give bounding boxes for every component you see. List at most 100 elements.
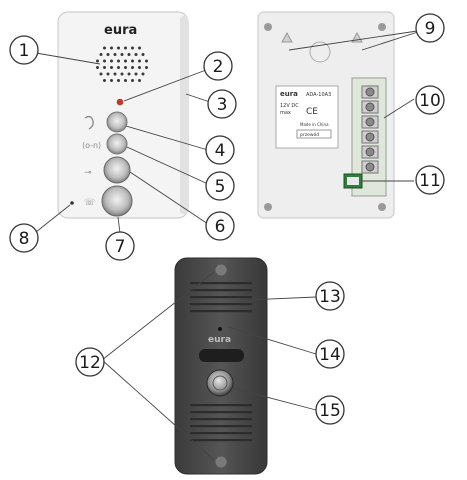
- grille-dot: [131, 66, 134, 69]
- indoor-unit-back: eura ADA-10A3 12V DC max CE Made in Chin…: [257, 11, 395, 219]
- grille-slot: [190, 418, 252, 421]
- callout-11: 11: [415, 165, 445, 195]
- door-station: eura: [174, 257, 268, 475]
- grille-slot: [190, 425, 252, 428]
- callout-4: 4: [205, 135, 235, 165]
- callout-label: 6: [215, 217, 226, 237]
- svg-text:eura: eura: [280, 90, 298, 98]
- grille-dot: [138, 59, 141, 63]
- callout-label: 1: [19, 41, 30, 61]
- grille-dot: [117, 66, 120, 69]
- callout-label: 9: [425, 19, 436, 39]
- callout-9: 9: [415, 13, 445, 43]
- speaker-grille-icon: [96, 46, 148, 82]
- callout-8: 8: [9, 223, 39, 253]
- svg-text:max: max: [280, 110, 291, 116]
- call-button[interactable]: [101, 185, 133, 217]
- bell-icon: ☏: [84, 198, 95, 208]
- grille-slot: [190, 289, 252, 292]
- grille-dot: [96, 59, 99, 63]
- door-speaker-grille-icon: [190, 282, 252, 313]
- grille-dot: [103, 46, 106, 50]
- mounting-screw-bottom: [214, 455, 228, 469]
- terminal-screw-head: [365, 132, 375, 142]
- svg-text:Made in China: Made in China: [300, 122, 329, 127]
- microphone-hole: [70, 201, 74, 205]
- front-brand-logo: eura: [104, 23, 137, 38]
- callout-14: 14: [315, 339, 345, 369]
- callout-label: 7: [115, 237, 126, 257]
- grille-dot: [131, 46, 134, 50]
- grille-slot: [190, 303, 252, 306]
- grille-dot: [141, 53, 145, 56]
- callout-label: 14: [319, 345, 341, 365]
- grille-dot: [117, 46, 120, 50]
- callout-13: 13: [315, 281, 345, 311]
- grille-dot: [145, 66, 148, 69]
- callout-label: 13: [319, 287, 341, 307]
- callout-1: 1: [9, 35, 39, 65]
- door-call-button[interactable]: [206, 369, 234, 397]
- key-icon: ⟨o-n⟩: [82, 141, 101, 150]
- grille-dot: [103, 66, 106, 69]
- grille-dot: [124, 66, 127, 69]
- grille-dot: [141, 72, 145, 76]
- grille-dot: [99, 72, 103, 76]
- callout-15: 15: [315, 395, 345, 425]
- door-brand-logo: eura: [208, 335, 231, 345]
- callout-label: 5: [215, 177, 226, 197]
- grille-dot: [131, 79, 134, 82]
- door-lower-grille-icon: [190, 404, 252, 442]
- grille-dot: [120, 72, 124, 76]
- grille-dot: [124, 59, 127, 63]
- door-icon: ⊸: [84, 168, 92, 178]
- name-plate-window: [199, 349, 244, 362]
- status-led: [116, 98, 124, 106]
- grille-dot: [117, 59, 120, 63]
- grille-dot: [99, 53, 103, 56]
- terminal-screw-head: [365, 162, 375, 172]
- grille-dot: [138, 66, 141, 69]
- unlock-button[interactable]: [106, 133, 128, 155]
- grille-dot: [127, 72, 131, 76]
- grille-slot: [190, 404, 252, 407]
- grille-dot: [120, 53, 124, 56]
- callout-12: 12: [75, 347, 105, 377]
- svg-text:przewód: przewód: [300, 131, 319, 138]
- callout-label: 10: [419, 91, 441, 111]
- indoor-unit-front: eura ⟨o-n⟩ ⊸ ☏: [57, 11, 189, 219]
- grille-dot: [134, 53, 138, 56]
- handset-button[interactable]: [106, 111, 128, 133]
- terminal-screw-head: [365, 87, 375, 97]
- callout-5: 5: [205, 171, 235, 201]
- door-button[interactable]: [103, 156, 131, 184]
- grille-slot: [190, 282, 252, 285]
- terminal-screw-head: [365, 147, 375, 157]
- callout-label: 12: [79, 353, 101, 373]
- grille-dot: [138, 79, 141, 82]
- callout-label: 2: [213, 57, 224, 77]
- grille-dot: [127, 53, 131, 56]
- terminal-screw-head: [365, 102, 375, 112]
- grille-dot: [145, 59, 148, 63]
- grille-dot: [110, 66, 113, 69]
- grille-slot: [190, 432, 252, 435]
- grille-dot: [103, 59, 106, 63]
- grille-dot: [110, 59, 113, 63]
- callout-label: 4: [215, 141, 226, 161]
- callout-7: 7: [105, 231, 135, 261]
- mounting-screw-top: [214, 263, 228, 277]
- grille-dot: [106, 72, 110, 76]
- callout-label: 3: [217, 95, 228, 115]
- grille-dot: [134, 72, 138, 76]
- grille-dot: [106, 53, 110, 56]
- callout-label: 8: [19, 229, 30, 249]
- svg-text:CE: CE: [306, 107, 318, 117]
- grille-dot: [138, 46, 141, 50]
- svg-text:12V DC: 12V DC: [280, 103, 299, 109]
- grille-dot: [124, 46, 127, 50]
- callout-10: 10: [415, 85, 445, 115]
- grille-slot: [190, 411, 252, 414]
- grille-slot: [190, 439, 252, 442]
